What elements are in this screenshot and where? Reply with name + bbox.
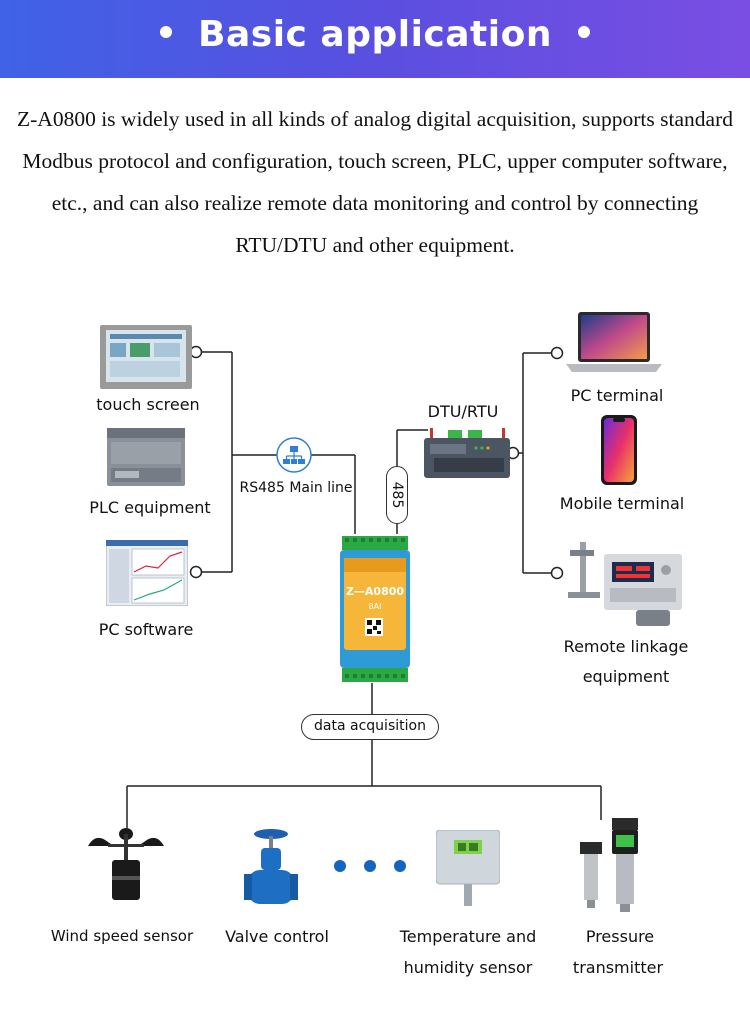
rs485-label: RS485 Main line	[239, 480, 353, 496]
network-icon	[276, 437, 312, 473]
header-banner: Basic application	[0, 0, 750, 78]
smartphone-icon	[601, 415, 637, 485]
ellipsis-icon	[334, 860, 406, 872]
module-z-a0800: Z—A0800 8AI	[340, 536, 410, 682]
pressure-label-line1: Pressure	[585, 927, 655, 946]
connector-node	[189, 565, 203, 579]
dtu-label: DTU/RTU	[427, 402, 499, 421]
laptop-icon	[566, 312, 662, 372]
temp-humidity-label-line1: Temperature and	[399, 927, 537, 946]
pc-software-label: PC software	[98, 620, 194, 639]
page-title: Basic application	[198, 14, 552, 55]
pressure-transmitter-icon	[580, 818, 638, 912]
plc-icon	[107, 428, 185, 486]
connector-node	[550, 566, 564, 580]
bullet-dot-right	[577, 26, 590, 38]
rs485-connector-badge: 485	[386, 466, 408, 524]
bullet-dot-left	[160, 26, 173, 38]
touch-screen-label: touch screen	[96, 395, 200, 414]
anemometer-icon	[88, 828, 164, 900]
filling-machine-icon	[568, 542, 682, 626]
pressure-label-line2: transmitter	[572, 958, 664, 977]
wind-speed-label: Wind speed sensor	[50, 927, 194, 945]
connector-node	[550, 346, 564, 360]
pc-terminal-label: PC terminal	[570, 386, 664, 405]
module-sub-text: 8AI	[369, 602, 382, 611]
module-model-text: Z—A0800	[346, 585, 404, 598]
pc-software-icon	[106, 540, 188, 606]
data-acquisition-badge: data acquisition	[301, 714, 439, 740]
plc-label: PLC equipment	[89, 498, 211, 517]
remote-linkage-label-line2: equipment	[582, 667, 670, 686]
temp-humidity-sensor-icon	[436, 830, 500, 906]
touch-screen-icon	[100, 325, 192, 389]
dtu-device-icon	[424, 428, 510, 478]
mobile-terminal-label: Mobile terminal	[559, 494, 685, 513]
temp-humidity-label-line2: humidity sensor	[403, 958, 533, 977]
intro-paragraph: Z-A0800 is widely used in all kinds of a…	[17, 107, 733, 257]
valve-icon	[244, 829, 298, 904]
remote-linkage-label-line1: Remote linkage	[563, 637, 689, 656]
connector-node	[189, 345, 203, 359]
banner-title: Basic application	[0, 14, 750, 55]
valve-control-label: Valve control	[225, 927, 329, 946]
